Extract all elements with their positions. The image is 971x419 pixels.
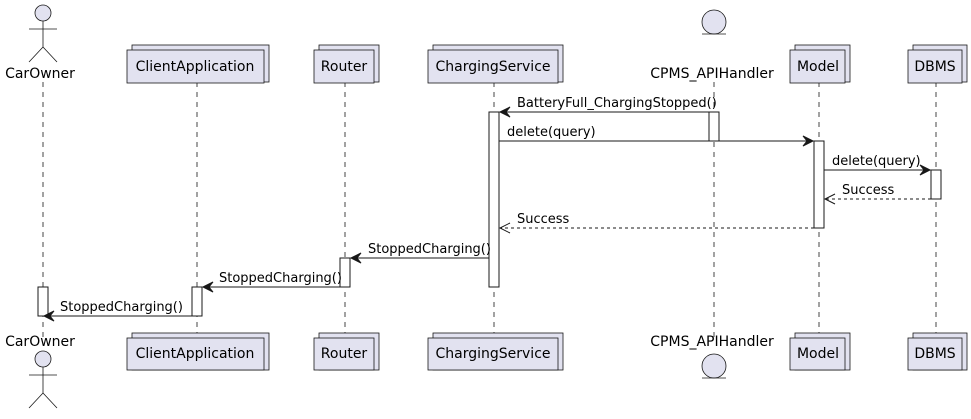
message-stopped-charging-carowner: StoppedCharging(): [42, 300, 192, 322]
participant-dbms-bottom: DBMS: [907, 332, 968, 371]
participant-label-model-top: Model: [797, 59, 839, 75]
participant-label-router-bottom: Router: [321, 346, 368, 362]
activation-clientapplication: [191, 286, 203, 317]
activation-router: [339, 257, 351, 288]
participant-clientapplication-bottom: ClientApplication: [126, 332, 270, 371]
message-label-delete-query-model: delete(query): [507, 125, 596, 140]
participant-router-top: Router: [313, 44, 380, 84]
activation-model: [813, 140, 825, 229]
participant-label-carowner-top: CarOwner: [5, 66, 75, 82]
participant-model-bottom: Model: [789, 332, 851, 371]
message-label-battery-full: BatteryFull_ChargingStopped(): [517, 96, 717, 111]
message-success-dbms: Success: [823, 183, 931, 205]
participant-label-router-top: Router: [321, 59, 368, 75]
participant-label-dbms-bottom: DBMS: [914, 346, 955, 362]
participant-label-carowner-bottom: CarOwner: [5, 334, 75, 350]
message-label-stopped-charging-carowner: StoppedCharging(): [60, 300, 183, 315]
message-delete-query-model: delete(query): [499, 125, 815, 147]
participant-label-cpms-apihandler-bottom: CPMS_APIHandler: [650, 334, 774, 350]
activation-cpms-apihandler: [708, 111, 720, 142]
activation-dbms: [930, 169, 942, 200]
message-label-delete-query-dbms: delete(query): [832, 154, 921, 169]
entity-cpms-apihandler-bottom: [701, 353, 727, 379]
participant-dbms-top: DBMS: [907, 44, 968, 84]
actor-carowner-top: [28, 4, 58, 63]
message-stopped-charging-router: StoppedCharging(): [349, 242, 491, 264]
participant-label-model-bottom: Model: [797, 346, 839, 362]
actor-carowner-bottom: [28, 350, 58, 409]
participant-label-cpms-apihandler-top: CPMS_APIHandler: [650, 66, 774, 82]
participant-label-chargingservice-top: ChargingService: [435, 59, 550, 75]
message-label-stopped-charging-router: StoppedCharging(): [368, 242, 491, 257]
message-label-success-model: Success: [517, 212, 570, 227]
participant-chargingservice-top: ChargingService: [427, 44, 564, 84]
participant-label-dbms-top: DBMS: [914, 59, 955, 75]
message-success-model: Success: [498, 212, 814, 234]
participant-clientapplication-top: ClientApplication: [126, 44, 270, 84]
message-label-success-dbms: Success: [842, 183, 895, 198]
participant-chargingservice-bottom: ChargingService: [427, 332, 564, 371]
participant-label-clientapplication-top: ClientApplication: [136, 59, 255, 75]
message-battery-full: BatteryFull_ChargingStopped(): [498, 96, 717, 118]
participant-model-top: Model: [789, 44, 851, 84]
message-stopped-charging-client: StoppedCharging(): [201, 271, 342, 293]
participant-router-bottom: Router: [313, 332, 380, 371]
participant-label-chargingservice-bottom: ChargingService: [435, 346, 550, 362]
activation-carowner: [37, 286, 49, 317]
participant-label-clientapplication-bottom: ClientApplication: [136, 346, 255, 362]
message-label-stopped-charging-client: StoppedCharging(): [219, 271, 342, 286]
entity-cpms-apihandler-top: [701, 9, 727, 35]
message-delete-query-dbms: delete(query): [824, 154, 932, 176]
activation-chargingservice: [488, 111, 500, 288]
